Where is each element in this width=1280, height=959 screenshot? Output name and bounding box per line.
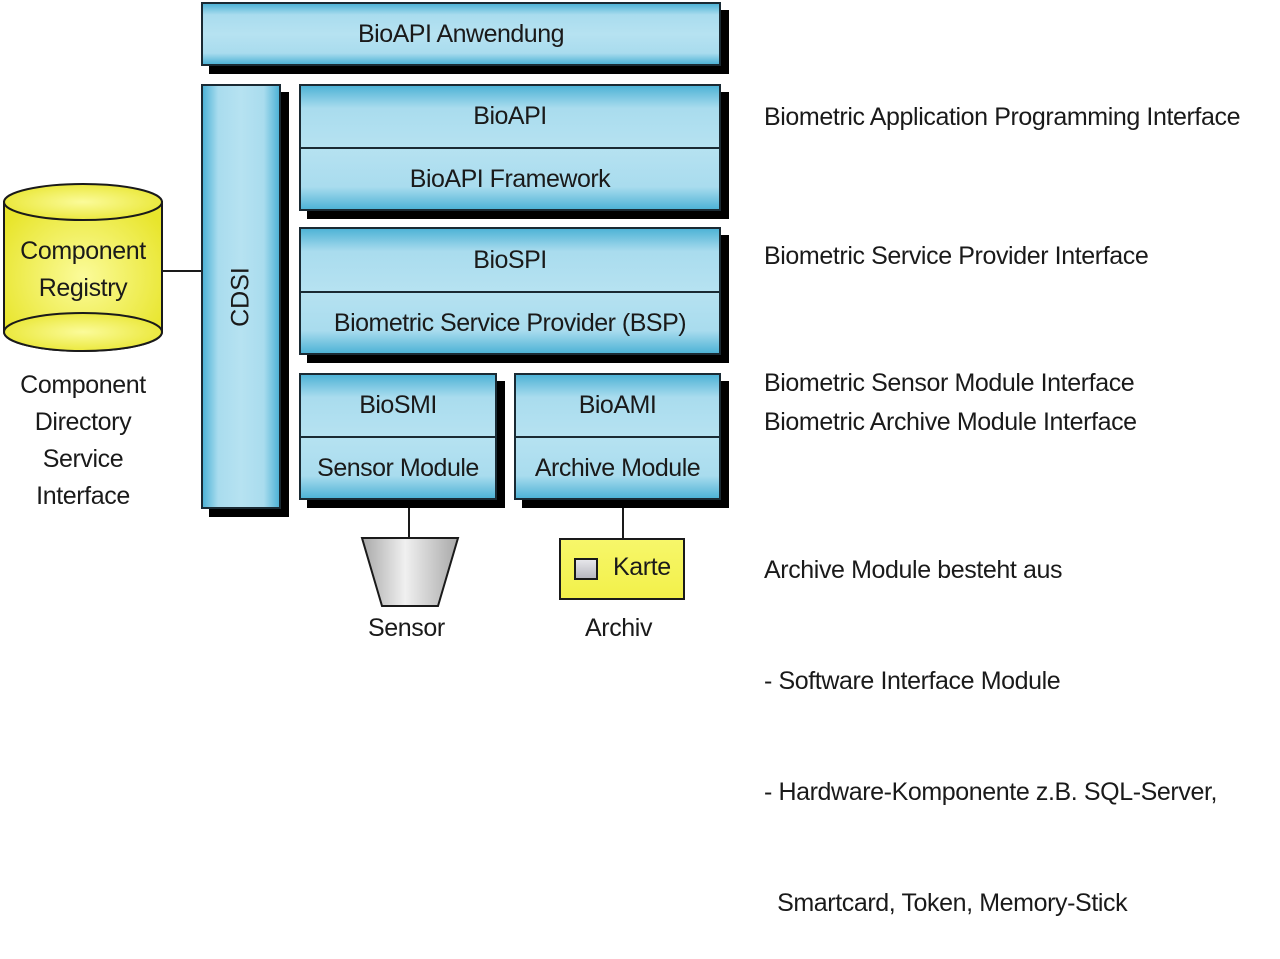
archive-note-line: - Hardware-Komponente z.B. SQL-Server,	[764, 778, 1218, 806]
api-annotation: Biometric Application Programming Interf…	[764, 103, 1241, 131]
biospi-label: BioSPI	[473, 245, 547, 274]
registry-label: Component Registry	[2, 233, 164, 307]
biosmi-label: BioSMI	[359, 391, 437, 419]
bioami-stack: BioAMI Archive Module	[514, 373, 721, 500]
card-chip-icon	[574, 558, 598, 580]
sensor-module-label: Sensor Module	[317, 453, 479, 482]
ami-annotation: Biometric Archive Module Interface	[764, 408, 1137, 436]
caption-line: Directory	[34, 408, 132, 436]
archive-note: Archive Module besteht aus - Software In…	[764, 478, 1217, 959]
bioapi-application-label: BioAPI Anwendung	[357, 19, 565, 48]
bioapi-application-layer: BioAPI Anwendung	[201, 2, 721, 66]
archive-module-label: Archive Module	[534, 453, 701, 482]
archive-caption: Archiv	[585, 614, 653, 642]
registry-label-line2: Registry	[38, 274, 128, 302]
card-label: Karte	[613, 553, 671, 581]
bsp-label: Biometric Service Provider (BSP)	[333, 308, 687, 337]
bioapi-label: BioAPI	[473, 102, 547, 130]
cdsi-bar: CDSI	[201, 84, 281, 509]
bioami-label: BioAMI	[578, 391, 657, 419]
bioapi-framework-label: BioAPI Framework	[409, 164, 611, 193]
bioapi-stack: BioAPI BioAPI Framework	[299, 84, 721, 211]
smi-annotation: Biometric Sensor Module Interface	[764, 369, 1135, 397]
archive-note-line: Archive Module besteht aus	[764, 556, 1063, 584]
archive-connector-line	[622, 508, 624, 538]
archive-note-line: Smartcard, Token, Memory-Stick	[764, 889, 1128, 917]
sensor-icon	[360, 537, 460, 607]
registry-connector-line	[163, 270, 201, 272]
cdsi-caption: Component Directory Service Interface	[0, 367, 166, 515]
caption-line: Interface	[36, 482, 130, 510]
database-cylinder-icon	[3, 183, 163, 352]
divider	[301, 147, 719, 149]
divider	[301, 291, 719, 293]
registry-label-line1: Component	[20, 237, 146, 265]
archive-note-line: - Software Interface Module	[764, 667, 1061, 695]
spi-annotation: Biometric Service Provider Interface	[764, 242, 1149, 270]
divider	[301, 436, 495, 438]
cdsi-label: CDSI	[226, 266, 255, 327]
biospi-stack: BioSPI Biometric Service Provider (BSP)	[299, 227, 721, 355]
biosmi-stack: BioSMI Sensor Module	[299, 373, 497, 500]
caption-line: Component	[20, 371, 146, 399]
caption-line: Service	[42, 445, 124, 473]
card-device: Karte	[559, 538, 685, 600]
divider	[516, 436, 719, 438]
sensor-connector-line	[408, 508, 410, 538]
sensor-caption: Sensor	[368, 614, 445, 642]
